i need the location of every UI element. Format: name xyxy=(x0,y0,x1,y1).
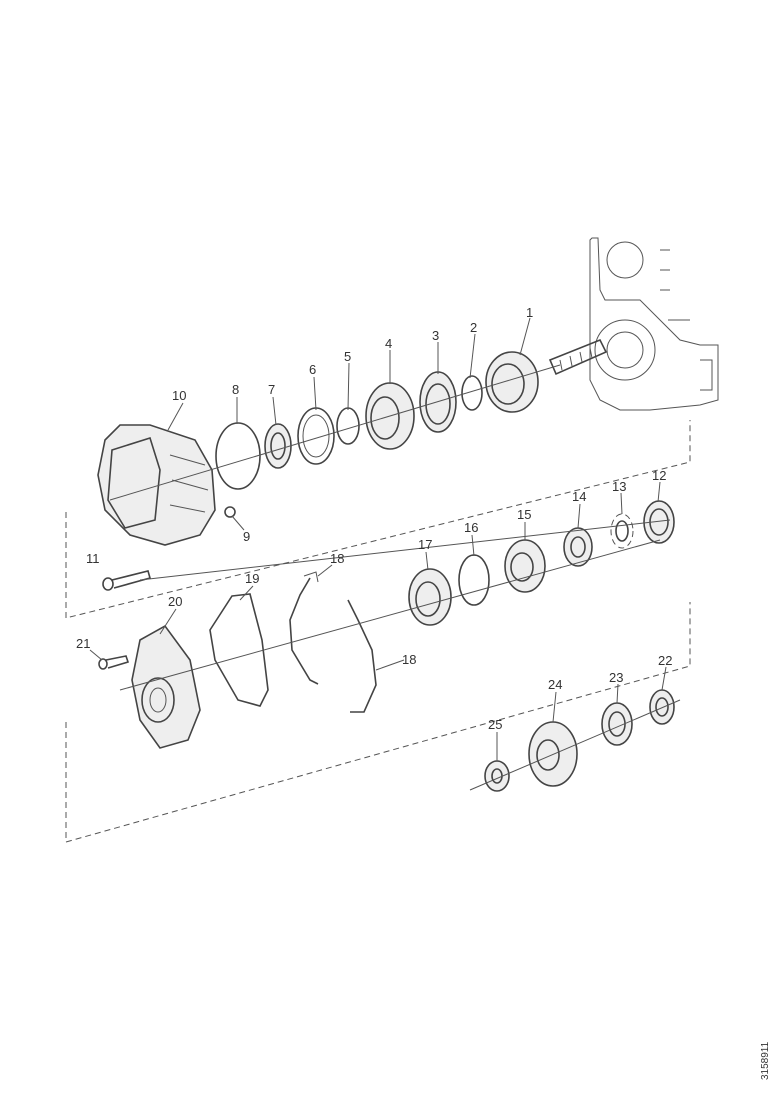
callout-21: 21 xyxy=(76,636,90,651)
part-16-snap-ring xyxy=(458,554,490,606)
callout-4: 4 xyxy=(385,336,392,351)
part-7-seal xyxy=(264,423,292,469)
leader-lines xyxy=(89,317,667,761)
callout-13: 13 xyxy=(612,479,626,494)
part-18-guide-upper xyxy=(289,571,319,685)
callout-12: 12 xyxy=(652,468,666,483)
part-13-needle-bearing xyxy=(610,513,634,549)
group-frame-upper xyxy=(65,420,691,619)
reference-code: 3158911 xyxy=(760,1041,771,1080)
callout-22: 22 xyxy=(658,653,672,668)
callout-5: 5 xyxy=(344,349,351,364)
callout-6: 6 xyxy=(309,362,316,377)
part-20-cover xyxy=(131,624,201,749)
callout-24: 24 xyxy=(548,677,562,692)
part-10-housing xyxy=(97,424,216,546)
part-21-bolt xyxy=(98,655,130,670)
input-shaft xyxy=(548,338,608,376)
part-25-nut xyxy=(484,760,510,792)
callout-8: 8 xyxy=(232,382,239,397)
callout-9: 9 xyxy=(243,529,250,544)
part-18-guide-lower xyxy=(347,599,377,713)
callout-11: 11 xyxy=(86,551,100,566)
part-14-gear xyxy=(563,527,593,567)
callout-15: 15 xyxy=(517,507,531,522)
callout-14: 14 xyxy=(572,489,586,504)
part-17-bearing xyxy=(408,568,452,626)
assembly-axis-lines xyxy=(109,364,681,791)
part-23-ring xyxy=(601,702,633,746)
part-1-bearing xyxy=(485,351,539,413)
callout-3: 3 xyxy=(432,328,439,343)
callout-20: 20 xyxy=(168,594,182,609)
callout-18-lower: 18 xyxy=(402,652,416,667)
part-19-gasket xyxy=(209,593,269,707)
part-9-plug xyxy=(224,506,236,518)
part-11-bolt xyxy=(102,570,151,591)
group-frame-lower xyxy=(65,602,691,843)
callout-23: 23 xyxy=(609,670,623,685)
callout-25: 25 xyxy=(488,717,502,732)
callout-7: 7 xyxy=(268,382,275,397)
callout-1: 1 xyxy=(526,305,533,320)
part-22-seal xyxy=(649,689,675,725)
part-6-ring xyxy=(297,407,335,465)
callout-16: 16 xyxy=(464,520,478,535)
callout-17: 17 xyxy=(418,537,432,552)
callout-18-upper: 18 xyxy=(330,551,344,566)
callout-2: 2 xyxy=(470,320,477,335)
part-2-snap-ring xyxy=(461,375,483,411)
transmission-case xyxy=(589,237,719,411)
part-8-o-ring xyxy=(215,422,261,490)
callout-10: 10 xyxy=(172,388,186,403)
callout-19: 19 xyxy=(245,571,259,586)
part-15-gear xyxy=(504,539,546,593)
